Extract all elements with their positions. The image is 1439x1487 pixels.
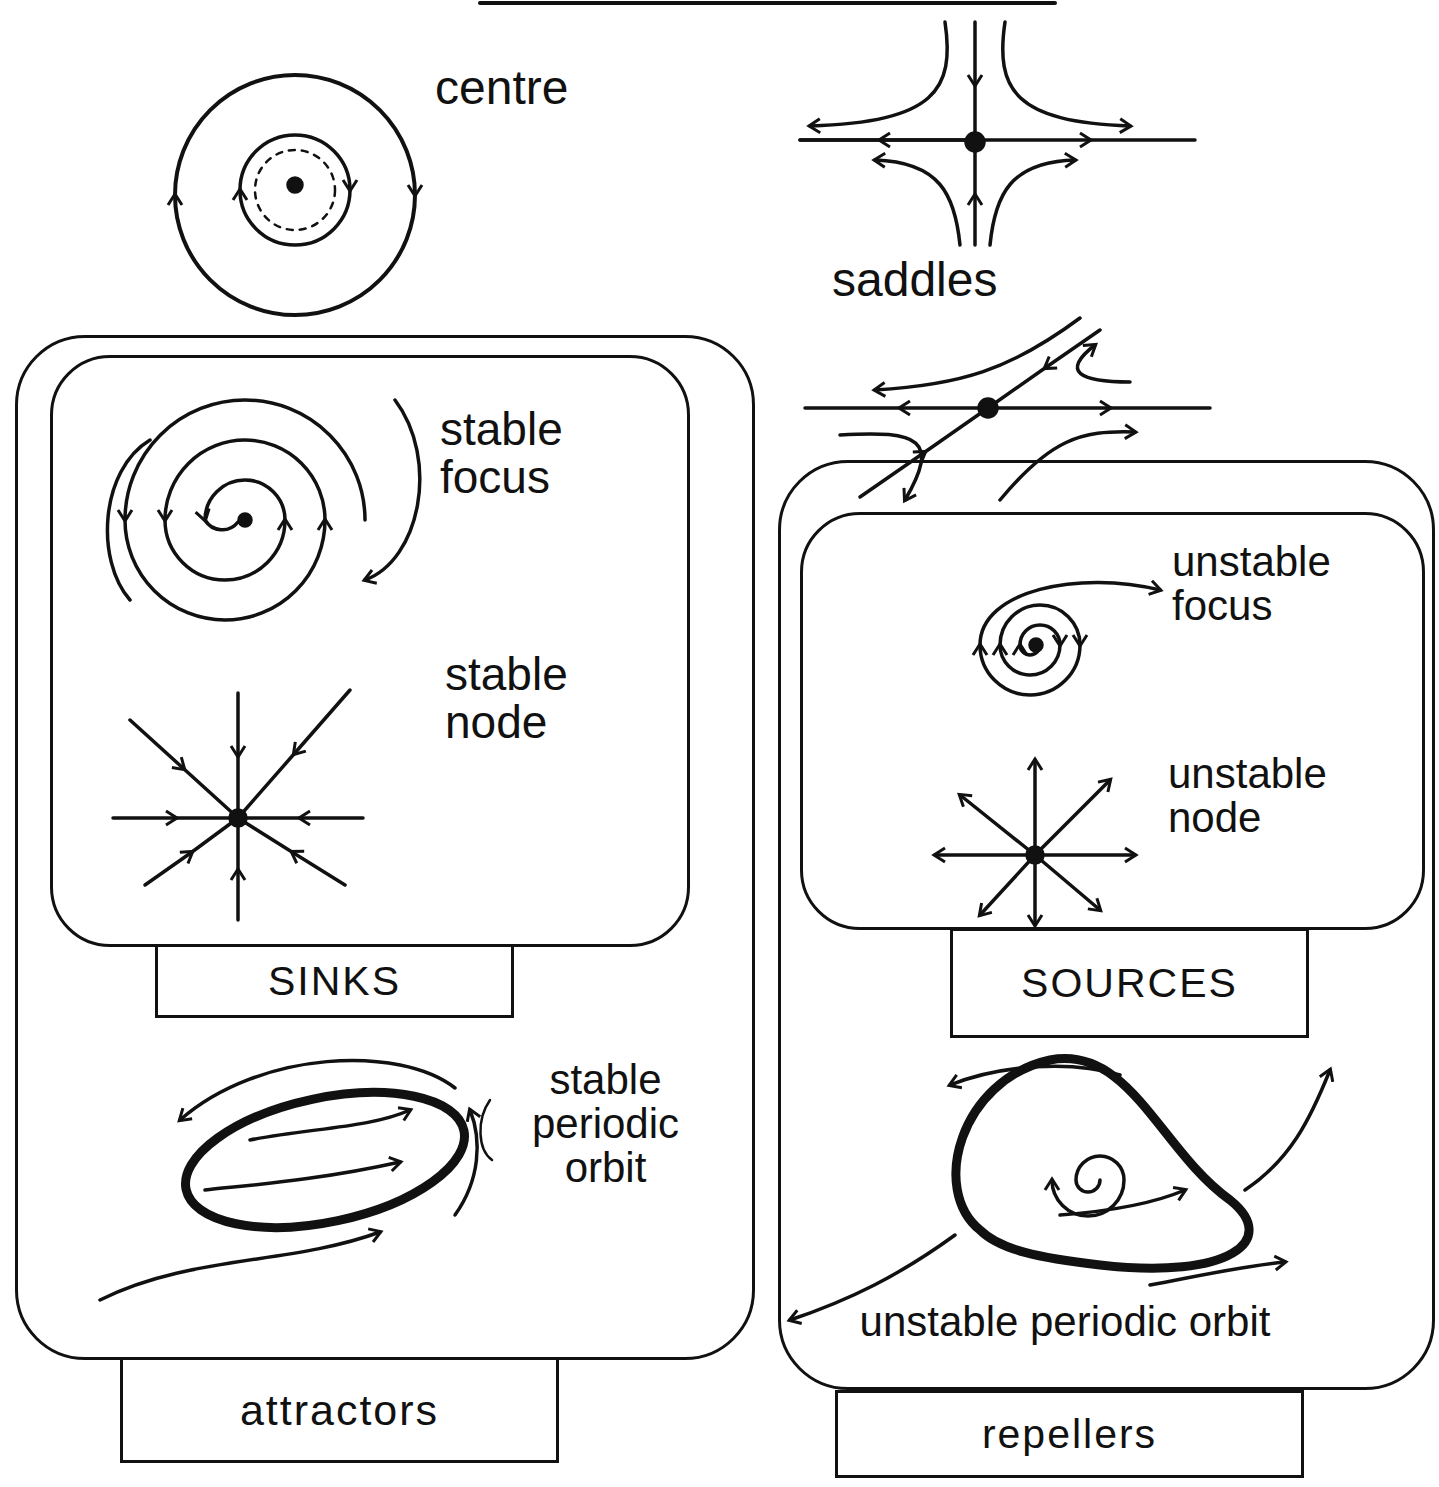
orbit-trajectory xyxy=(1245,1070,1330,1190)
node-ray xyxy=(238,690,350,818)
title-rule xyxy=(480,1,1055,5)
orbit-trajectory xyxy=(950,1066,1120,1085)
saddle-axis xyxy=(800,138,975,142)
node-ray xyxy=(980,855,1035,915)
focus-spiral xyxy=(125,400,365,620)
periodic-orbit xyxy=(173,1070,477,1250)
node-rays xyxy=(935,760,1135,925)
node-ray xyxy=(1035,780,1110,855)
region-box: unstable periodic orbitrepellersunstable… xyxy=(778,460,1435,1390)
node-rays xyxy=(113,690,363,920)
equilibrium-dot xyxy=(239,514,251,526)
node-ray xyxy=(238,816,363,820)
node-ray xyxy=(1035,853,1135,857)
portrait-label: unstable periodic orbit xyxy=(795,1300,1335,1344)
node-ray xyxy=(113,816,238,820)
orbit-trajectory xyxy=(455,1110,477,1215)
focus-trajectory xyxy=(365,400,420,580)
centre-orbit xyxy=(255,150,335,230)
region-box: stable focusstable nodeSINKS xyxy=(50,355,690,947)
periodic-orbit xyxy=(956,1059,1249,1269)
portrait-label: unstable node xyxy=(1168,752,1418,840)
focus-trajectory xyxy=(107,440,150,600)
portrait-label: stable node xyxy=(445,650,635,747)
saddle-trajectory xyxy=(875,160,960,245)
node-ray xyxy=(130,720,238,818)
portrait-label: centre xyxy=(435,60,568,115)
region-box: stable periodic orbitattractorsstable fo… xyxy=(15,335,755,1360)
region-box: unstable focusunstable nodeSOURCES xyxy=(800,512,1425,930)
orbit-trajectory xyxy=(180,1060,455,1120)
node-ray xyxy=(236,693,240,818)
node-ray xyxy=(1035,855,1100,910)
saddle-trajectory xyxy=(1077,345,1130,382)
saddle-trajectory xyxy=(990,160,1075,245)
saddle-axis xyxy=(975,138,1195,142)
saddle-trajectory xyxy=(810,22,947,126)
saddle-axis xyxy=(800,138,975,142)
saddle-trajectory xyxy=(840,434,922,500)
node-ray xyxy=(935,853,1035,857)
orbit-trajectory xyxy=(250,1110,410,1140)
leader-line xyxy=(480,1100,492,1160)
equilibrium-dot xyxy=(230,810,246,826)
group-tab: SINKS xyxy=(155,944,514,1018)
portrait-label: saddles xyxy=(832,252,997,307)
orbit-trajectory xyxy=(1150,1262,1285,1285)
saddle-trajectory xyxy=(875,318,1080,390)
saddle-axis xyxy=(973,22,977,140)
saddle-axis xyxy=(973,140,977,245)
equilibrium-dot xyxy=(1030,639,1042,651)
node-ray xyxy=(145,818,238,885)
saddle-trajectory xyxy=(1003,22,1130,126)
group-tab: repellers xyxy=(835,1390,1304,1478)
portrait-label: stable periodic orbit xyxy=(498,1058,713,1190)
node-ray xyxy=(1033,855,1037,925)
orbit-trajectory xyxy=(100,1232,380,1300)
saddle-axis xyxy=(805,406,988,410)
centre-orbit xyxy=(240,135,350,245)
group-tab: SOURCES xyxy=(950,928,1309,1038)
saddle-axis xyxy=(860,408,988,497)
equilibrium-dot xyxy=(966,133,984,151)
orbit-trajectory xyxy=(205,1162,400,1190)
orbit-trajectory xyxy=(1060,1190,1185,1215)
portrait-label: stable focus xyxy=(440,405,630,502)
node-ray xyxy=(960,795,1035,855)
focus-spiral xyxy=(980,582,1160,695)
equilibrium-dot xyxy=(288,178,302,192)
illustrations xyxy=(100,3,1330,1320)
orbit-trajectory xyxy=(1052,1156,1124,1216)
portrait-label: unstable focus xyxy=(1172,540,1417,628)
saddle-trajectory xyxy=(1000,432,1135,500)
node-ray xyxy=(238,818,345,885)
centre-orbit xyxy=(175,75,415,315)
node-ray xyxy=(1033,760,1037,855)
saddle-axis xyxy=(988,406,1210,410)
node-ray xyxy=(236,818,240,920)
equilibrium-dot xyxy=(979,399,997,417)
group-tab: attractors xyxy=(120,1357,559,1463)
equilibrium-dot xyxy=(1027,847,1043,863)
